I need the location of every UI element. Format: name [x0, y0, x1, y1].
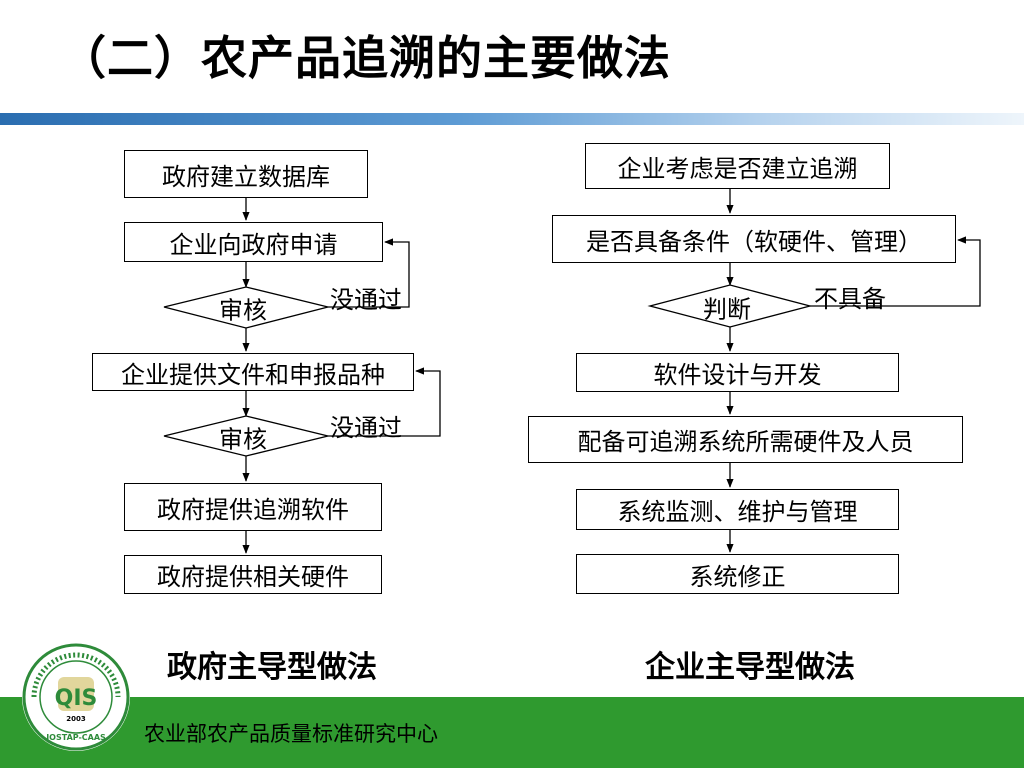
loop-left-1 [328, 238, 410, 308]
right-fail-label-1: 不具备 [814, 285, 886, 313]
right-step-consider-traceability: 企业考虑是否建立追溯 [585, 143, 890, 189]
left-fail-label-1: 没通过 [330, 286, 402, 314]
left-step-create-database: 政府建立数据库 [124, 150, 368, 198]
right-step-software-development: 软件设计与开发 [576, 353, 899, 392]
svg-text:IOSTAP-CAAS: IOSTAP-CAAS [46, 733, 106, 742]
svg-text:QIS: QIS [55, 686, 98, 711]
left-step-provide-hardware: 政府提供相关硬件 [124, 555, 382, 594]
svg-text:2003: 2003 [66, 715, 86, 723]
right-step-equip-hardware-staff: 配备可追溯系统所需硬件及人员 [528, 416, 963, 463]
right-step-monitor-maintain: 系统监测、维护与管理 [576, 489, 899, 530]
loop-right-1 [810, 236, 981, 307]
decision-diamond-left-2 [163, 415, 329, 457]
left-fail-label-2: 没通过 [330, 414, 402, 442]
left-decision-label-2: 审核 [219, 425, 267, 454]
right-decision-label-1: 判断 [703, 295, 751, 324]
footer-bar [0, 697, 1024, 768]
loop-left-2 [328, 367, 441, 437]
left-step-company-apply: 企业向政府申请 [124, 222, 383, 262]
right-step-system-correction: 系统修正 [576, 554, 899, 594]
decision-diamond-right-1 [647, 284, 813, 328]
page-title: （二）农产品追溯的主要做法 [60, 31, 671, 85]
decision-diamond-left-1 [163, 286, 329, 329]
title-divider-bar [0, 113, 1024, 125]
right-step-check-conditions: 是否具备条件（软硬件、管理） [552, 215, 956, 263]
organization-logo-icon: QIS 2003 IOSTAP-CAAS [22, 643, 130, 751]
footer-org-name: 农业部农产品质量标准研究中心 [144, 722, 438, 746]
left-decision-label-1: 审核 [219, 296, 267, 325]
left-step-provide-software: 政府提供追溯软件 [124, 483, 382, 531]
right-caption: 企业主导型做法 [645, 650, 855, 685]
left-caption: 政府主导型做法 [167, 650, 377, 685]
left-step-submit-documents: 企业提供文件和申报品种 [92, 353, 414, 391]
